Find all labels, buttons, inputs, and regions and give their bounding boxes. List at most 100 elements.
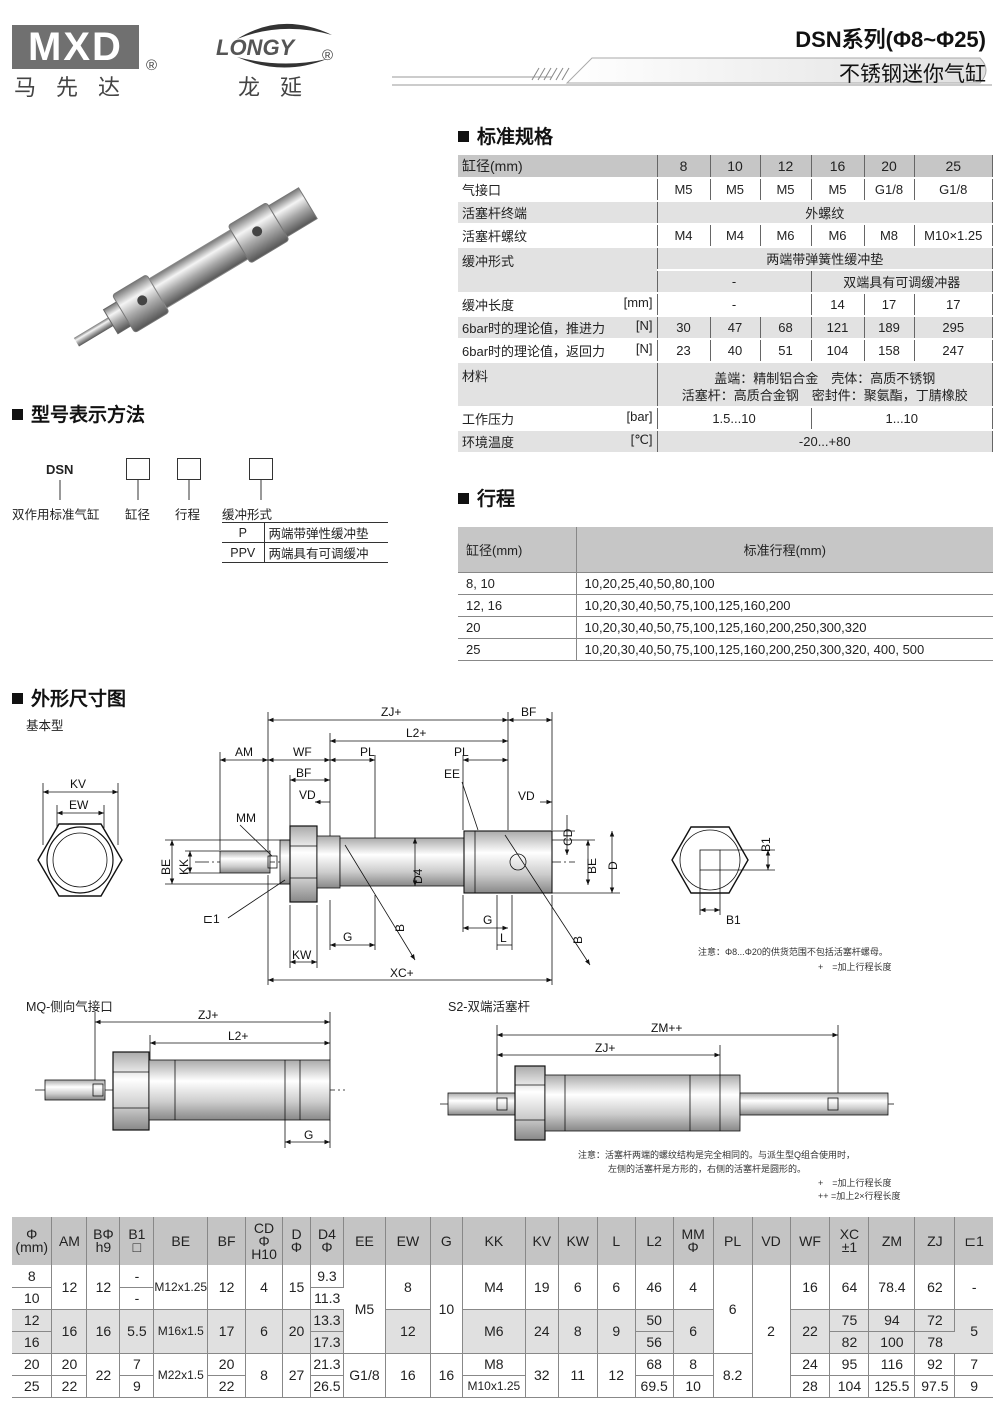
dim-label: ZJ+: [381, 705, 401, 719]
spec-cell: 外螺纹: [657, 201, 993, 225]
dims-cell: M12x1.25: [153, 1265, 209, 1310]
spec-cell: 189: [864, 316, 915, 340]
model-code-leaders: [59, 480, 262, 500]
spec-cell: 247: [914, 339, 993, 363]
dims-cell: 6: [713, 1265, 753, 1354]
dims-cell: 27: [282, 1353, 311, 1398]
title-decoration: [392, 57, 992, 86]
stroke-header: 缸径(mm): [458, 527, 577, 573]
dim-label: D: [606, 861, 620, 870]
dims-cell: 16: [51, 1309, 88, 1354]
dims-cell: 9: [597, 1309, 636, 1354]
dims-cell: 10: [673, 1375, 714, 1398]
dims-cell: M6: [462, 1309, 526, 1354]
dims-cell: 125.5: [868, 1375, 916, 1398]
dims-cell: 8: [245, 1353, 284, 1398]
dims-header: D4 Φ: [310, 1217, 344, 1265]
dims-cell: 64: [829, 1265, 870, 1310]
stroke-values: 10,20,30,40,50,75,100,125,160,200: [576, 594, 993, 617]
model-code-box-bore: [126, 458, 150, 480]
option-code: PPV: [222, 542, 265, 563]
dims-cell: 12: [385, 1309, 431, 1354]
spec-cell: G1/8: [864, 178, 915, 202]
dim-label: B: [571, 936, 585, 944]
dims-cell: 9: [119, 1375, 155, 1398]
dims-cell: 24: [790, 1353, 831, 1376]
dims-cell: 17.3: [310, 1331, 344, 1354]
dim-label: MM: [236, 811, 256, 825]
model-label: 行程: [175, 508, 201, 522]
dims-cell: 116: [868, 1353, 916, 1376]
spec-cell: -: [657, 293, 812, 317]
dims-cell: 2: [752, 1265, 791, 1398]
dims-header: L: [597, 1217, 636, 1265]
spec-row-cushion-length: 缓冲长度[mm] - 14 17 17: [458, 293, 993, 317]
dims-header: EW: [385, 1217, 431, 1265]
dims-cell: 6: [597, 1265, 636, 1310]
spec-label: 活塞杆螺纹: [458, 224, 658, 248]
dim-label: PL: [454, 745, 469, 759]
dims-cell: 72: [914, 1309, 956, 1332]
dims-cell: 12: [12, 1309, 53, 1332]
svg-text:LONGY: LONGY: [216, 35, 297, 60]
spec-cell: 14: [811, 293, 865, 317]
dim-label: BF: [296, 766, 311, 780]
dims-header: B1 □: [119, 1217, 155, 1265]
note-basic-plus: + =加上行程长度: [818, 962, 892, 972]
spec-cell: 1...10: [811, 407, 993, 431]
dims-cell: 69.5: [635, 1375, 674, 1398]
dims-cell: M5: [343, 1265, 386, 1354]
spec-cell: M10×1.25: [914, 224, 993, 248]
spec-label: 6bar时的理论值，返回力[N]: [458, 339, 658, 363]
spec-cell: M6: [760, 224, 812, 248]
spec-row-temp: 环境温度[℃] -20...+80: [458, 430, 993, 454]
spec-cell: M4: [657, 224, 711, 248]
dims-cell: 22: [51, 1375, 88, 1398]
spec-cell: 121: [811, 316, 865, 340]
spec-cell: 295: [914, 316, 993, 340]
dims-cell: 6: [558, 1265, 598, 1310]
stroke-bore: 12, 16: [458, 594, 577, 617]
dims-header: BE: [153, 1217, 209, 1265]
dims-cell: M10x1.25: [462, 1375, 526, 1398]
dims-cell: 5.5: [119, 1309, 155, 1354]
dim-label: L: [500, 931, 507, 945]
spec-cell: -: [657, 270, 812, 294]
dims-header: BΦ h9: [86, 1217, 121, 1265]
spec-cell: M8: [864, 224, 915, 248]
spec-header: 缸径(mm): [458, 155, 658, 179]
stroke-bore: 20: [458, 616, 577, 639]
dim-label: BE: [159, 859, 173, 875]
dim-label: AM: [235, 745, 253, 759]
dims-header: ZM: [868, 1217, 916, 1265]
spec-label-text: 6bar时的理论值，推进力: [462, 321, 606, 336]
spec-label: 环境温度[℃]: [458, 430, 658, 454]
dims-cell: 28: [790, 1375, 831, 1398]
dim-label: CD: [561, 828, 575, 846]
dims-cell: 78: [914, 1331, 955, 1354]
spec-header: 25: [914, 155, 993, 179]
dims-cell: 19: [525, 1265, 559, 1310]
dims-header-text: 1: [976, 1232, 984, 1249]
dims-cell: 16: [385, 1353, 431, 1398]
dim-label: G: [343, 930, 352, 944]
dims-cell: 50: [635, 1309, 674, 1332]
dim-label: KK: [177, 859, 191, 875]
dims-cell: -: [119, 1265, 155, 1288]
dims-cell: 95: [829, 1353, 870, 1376]
dims-cell: 6: [245, 1309, 284, 1354]
stroke-header: 标准行程(mm): [576, 527, 993, 573]
dims-cell: 16: [790, 1265, 831, 1310]
model-code-box-cushion: [249, 458, 273, 480]
dims-cell: M8: [462, 1353, 526, 1376]
spec-label-text: 工作压力: [462, 412, 515, 427]
dims-cell: M16x1.5: [153, 1309, 209, 1354]
dims-cell: 10: [12, 1287, 53, 1310]
section-title-stroke: 行程: [458, 484, 515, 511]
spec-label: 气接口: [458, 178, 658, 202]
spec-cell: 23: [657, 339, 711, 363]
option-desc: 两端具有可调缓冲: [268, 547, 369, 561]
